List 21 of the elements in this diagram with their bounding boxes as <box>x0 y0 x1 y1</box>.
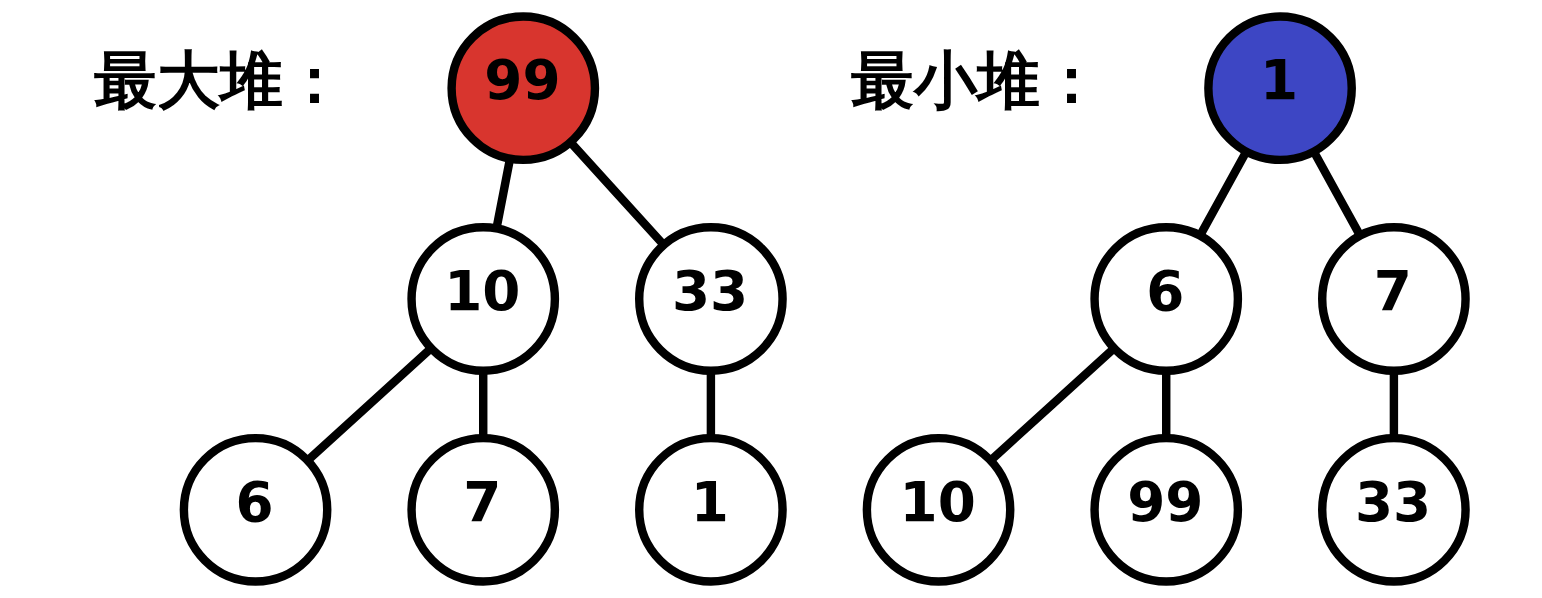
node-circle: 99 <box>446 12 599 165</box>
connector <box>988 345 1117 463</box>
connector <box>567 139 667 248</box>
node-circle: 6 <box>1089 223 1242 375</box>
node-circle: 10 <box>862 433 1014 586</box>
connector <box>1389 371 1398 438</box>
label: 最小堆： <box>850 42 1103 117</box>
connector <box>1161 371 1170 438</box>
label: 最大堆： <box>93 42 346 117</box>
node-circle: 7 <box>406 433 559 586</box>
node-circle: 33 <box>634 223 787 375</box>
connector <box>706 371 715 438</box>
node-circle: 6 <box>179 433 331 586</box>
node-circle: 99 <box>1089 433 1242 586</box>
node-circle: 1 <box>634 433 787 586</box>
node-circle: 10 <box>406 223 559 375</box>
connector <box>478 371 487 438</box>
node-circle: 7 <box>1317 223 1470 375</box>
node-circle: 1 <box>1203 12 1356 165</box>
node-circle: 33 <box>1317 433 1470 586</box>
connector <box>305 345 434 463</box>
